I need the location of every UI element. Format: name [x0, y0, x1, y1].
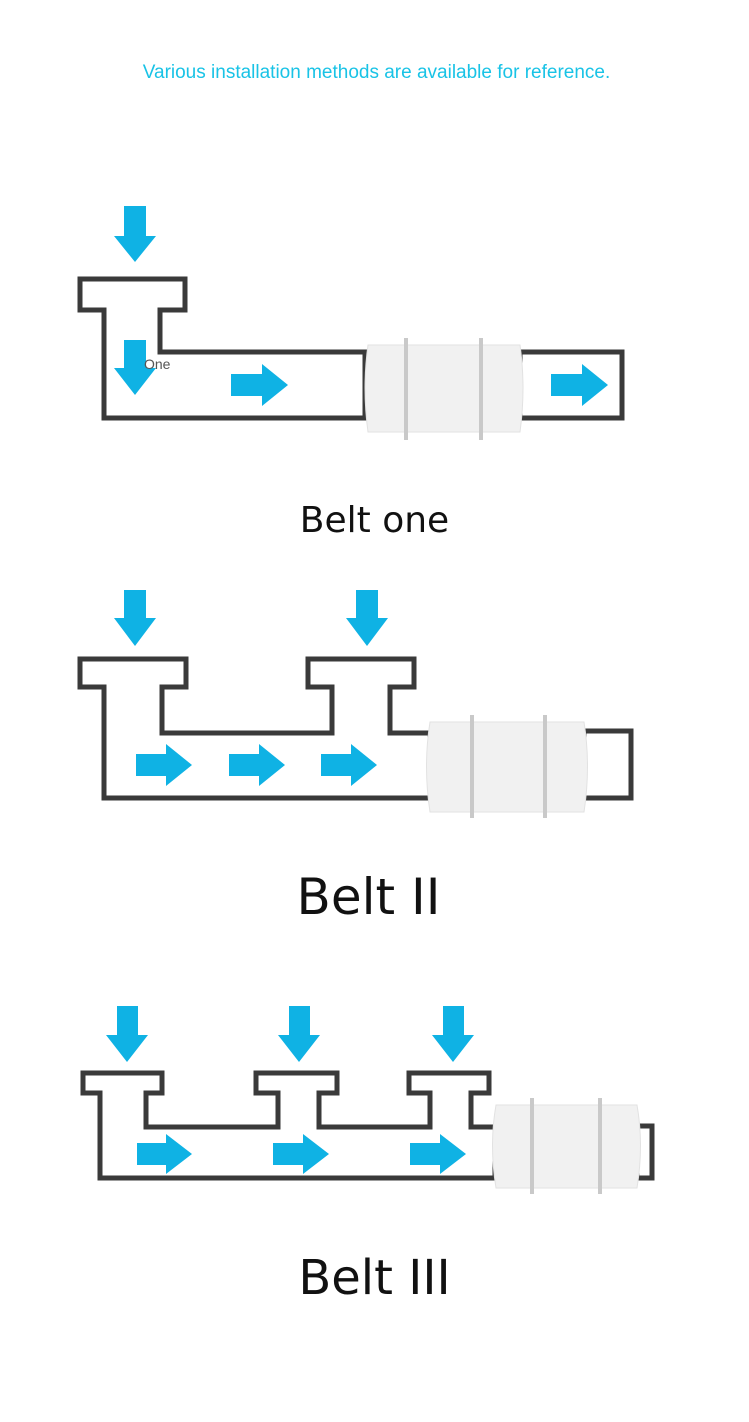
diagram-belt-three	[80, 1006, 655, 1194]
fan-icon	[426, 715, 588, 818]
pipe-outlet	[581, 728, 634, 801]
arrow-icon	[231, 364, 288, 406]
fan-icon	[364, 338, 524, 440]
arrow-icon	[346, 590, 388, 646]
arrow-icon	[114, 206, 156, 262]
arrow-icon	[137, 1134, 192, 1174]
arrow-icon	[114, 340, 156, 395]
arrow-icon	[273, 1134, 329, 1174]
caption-belt-two: Belt II	[296, 868, 441, 926]
arrow-icon	[432, 1006, 474, 1062]
arrow-icon	[321, 744, 377, 786]
arrow-icon	[551, 364, 608, 406]
arrow-icon	[106, 1006, 148, 1062]
arrow-icon	[114, 590, 156, 646]
caption-belt-one: Belt one	[299, 500, 450, 541]
diagram-belt-two	[77, 590, 634, 818]
installation-note: Various installation methods are availab…	[142, 62, 611, 83]
fan-icon	[492, 1098, 641, 1194]
arrow-icon	[410, 1134, 466, 1174]
pipe-outline	[77, 276, 368, 421]
arrow-icon	[278, 1006, 320, 1062]
pipe-outline	[77, 656, 433, 801]
arrow-icon	[229, 744, 285, 786]
inner-label: One	[144, 356, 171, 372]
arrow-icon	[136, 744, 192, 786]
caption-belt-three: Belt III	[298, 1250, 451, 1306]
diagram-belt-one: One	[77, 206, 625, 440]
